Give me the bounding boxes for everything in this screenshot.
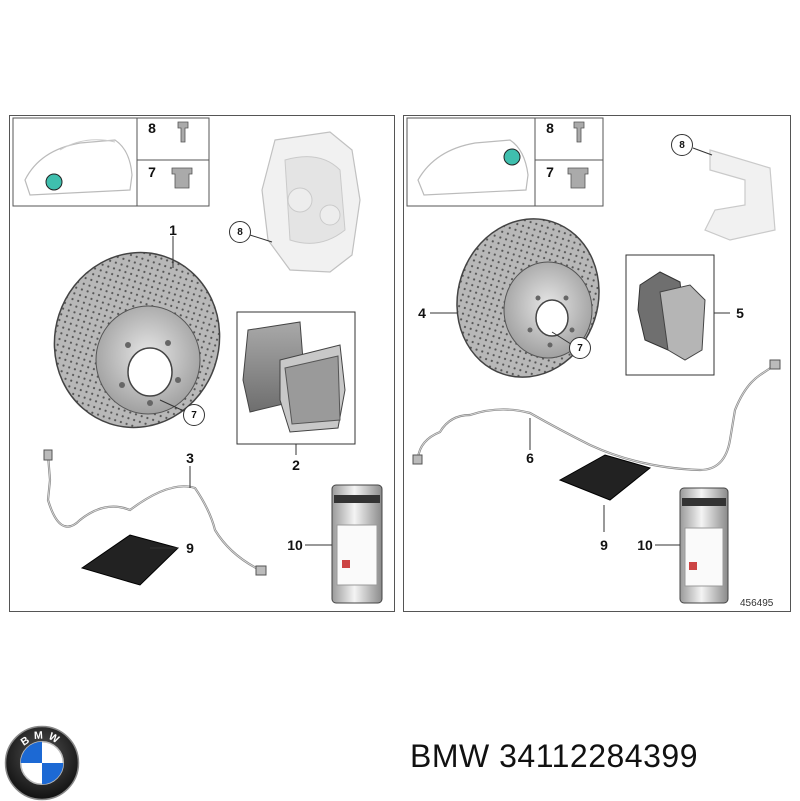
brand-name: BMW [410,738,490,774]
callout-8-circle-right: 8 [671,134,693,156]
callout-8-inset-right: 8 [546,120,554,136]
right-location-inset [406,117,604,207]
right-caliper-bracket [704,149,776,241]
right-brake-disc [456,218,600,378]
bolt-icon [177,121,189,143]
left-brake-disc [53,251,221,429]
callout-8-circle-left: 8 [229,221,251,243]
left-spray-can [331,484,383,604]
bolt-icon [573,121,585,143]
reference-number: 456495 [740,598,774,609]
right-wear-sensor [412,359,781,472]
left-brake-pads [236,311,356,445]
location-marker-icon [503,148,521,166]
bmw-logo-icon: BMW [4,725,80,801]
callout-7-circle-left: 7 [183,404,205,426]
plug-bolt-icon [567,167,589,189]
left-wear-sensor [43,449,267,576]
right-cleaning-cloth [558,454,652,501]
callout-5: 5 [736,305,744,321]
callout-7-circle-right: 7 [569,337,591,359]
right-brake-pads [625,254,715,376]
callout-4: 4 [418,305,426,321]
left-cleaning-cloth [80,534,179,586]
callout-9-right: 9 [600,537,608,553]
part-label: BMW 34112284399 [410,738,698,775]
callout-10-left: 10 [287,537,303,553]
right-spray-can [679,487,729,604]
callout-10-right: 10 [637,537,653,553]
callout-9-left: 9 [186,540,194,556]
left-caliper [261,131,361,273]
callout-6: 6 [526,450,534,466]
location-marker-icon [45,173,63,191]
callout-2: 2 [292,457,300,473]
callout-8-inset-left: 8 [148,120,156,136]
callout-3: 3 [186,450,194,466]
plug-bolt-icon [171,167,193,189]
callout-7-inset-right: 7 [546,164,554,180]
left-location-inset [12,117,210,207]
part-number: 34112284399 [499,738,698,774]
callout-1: 1 [169,222,177,238]
callout-7-inset-left: 7 [148,164,156,180]
